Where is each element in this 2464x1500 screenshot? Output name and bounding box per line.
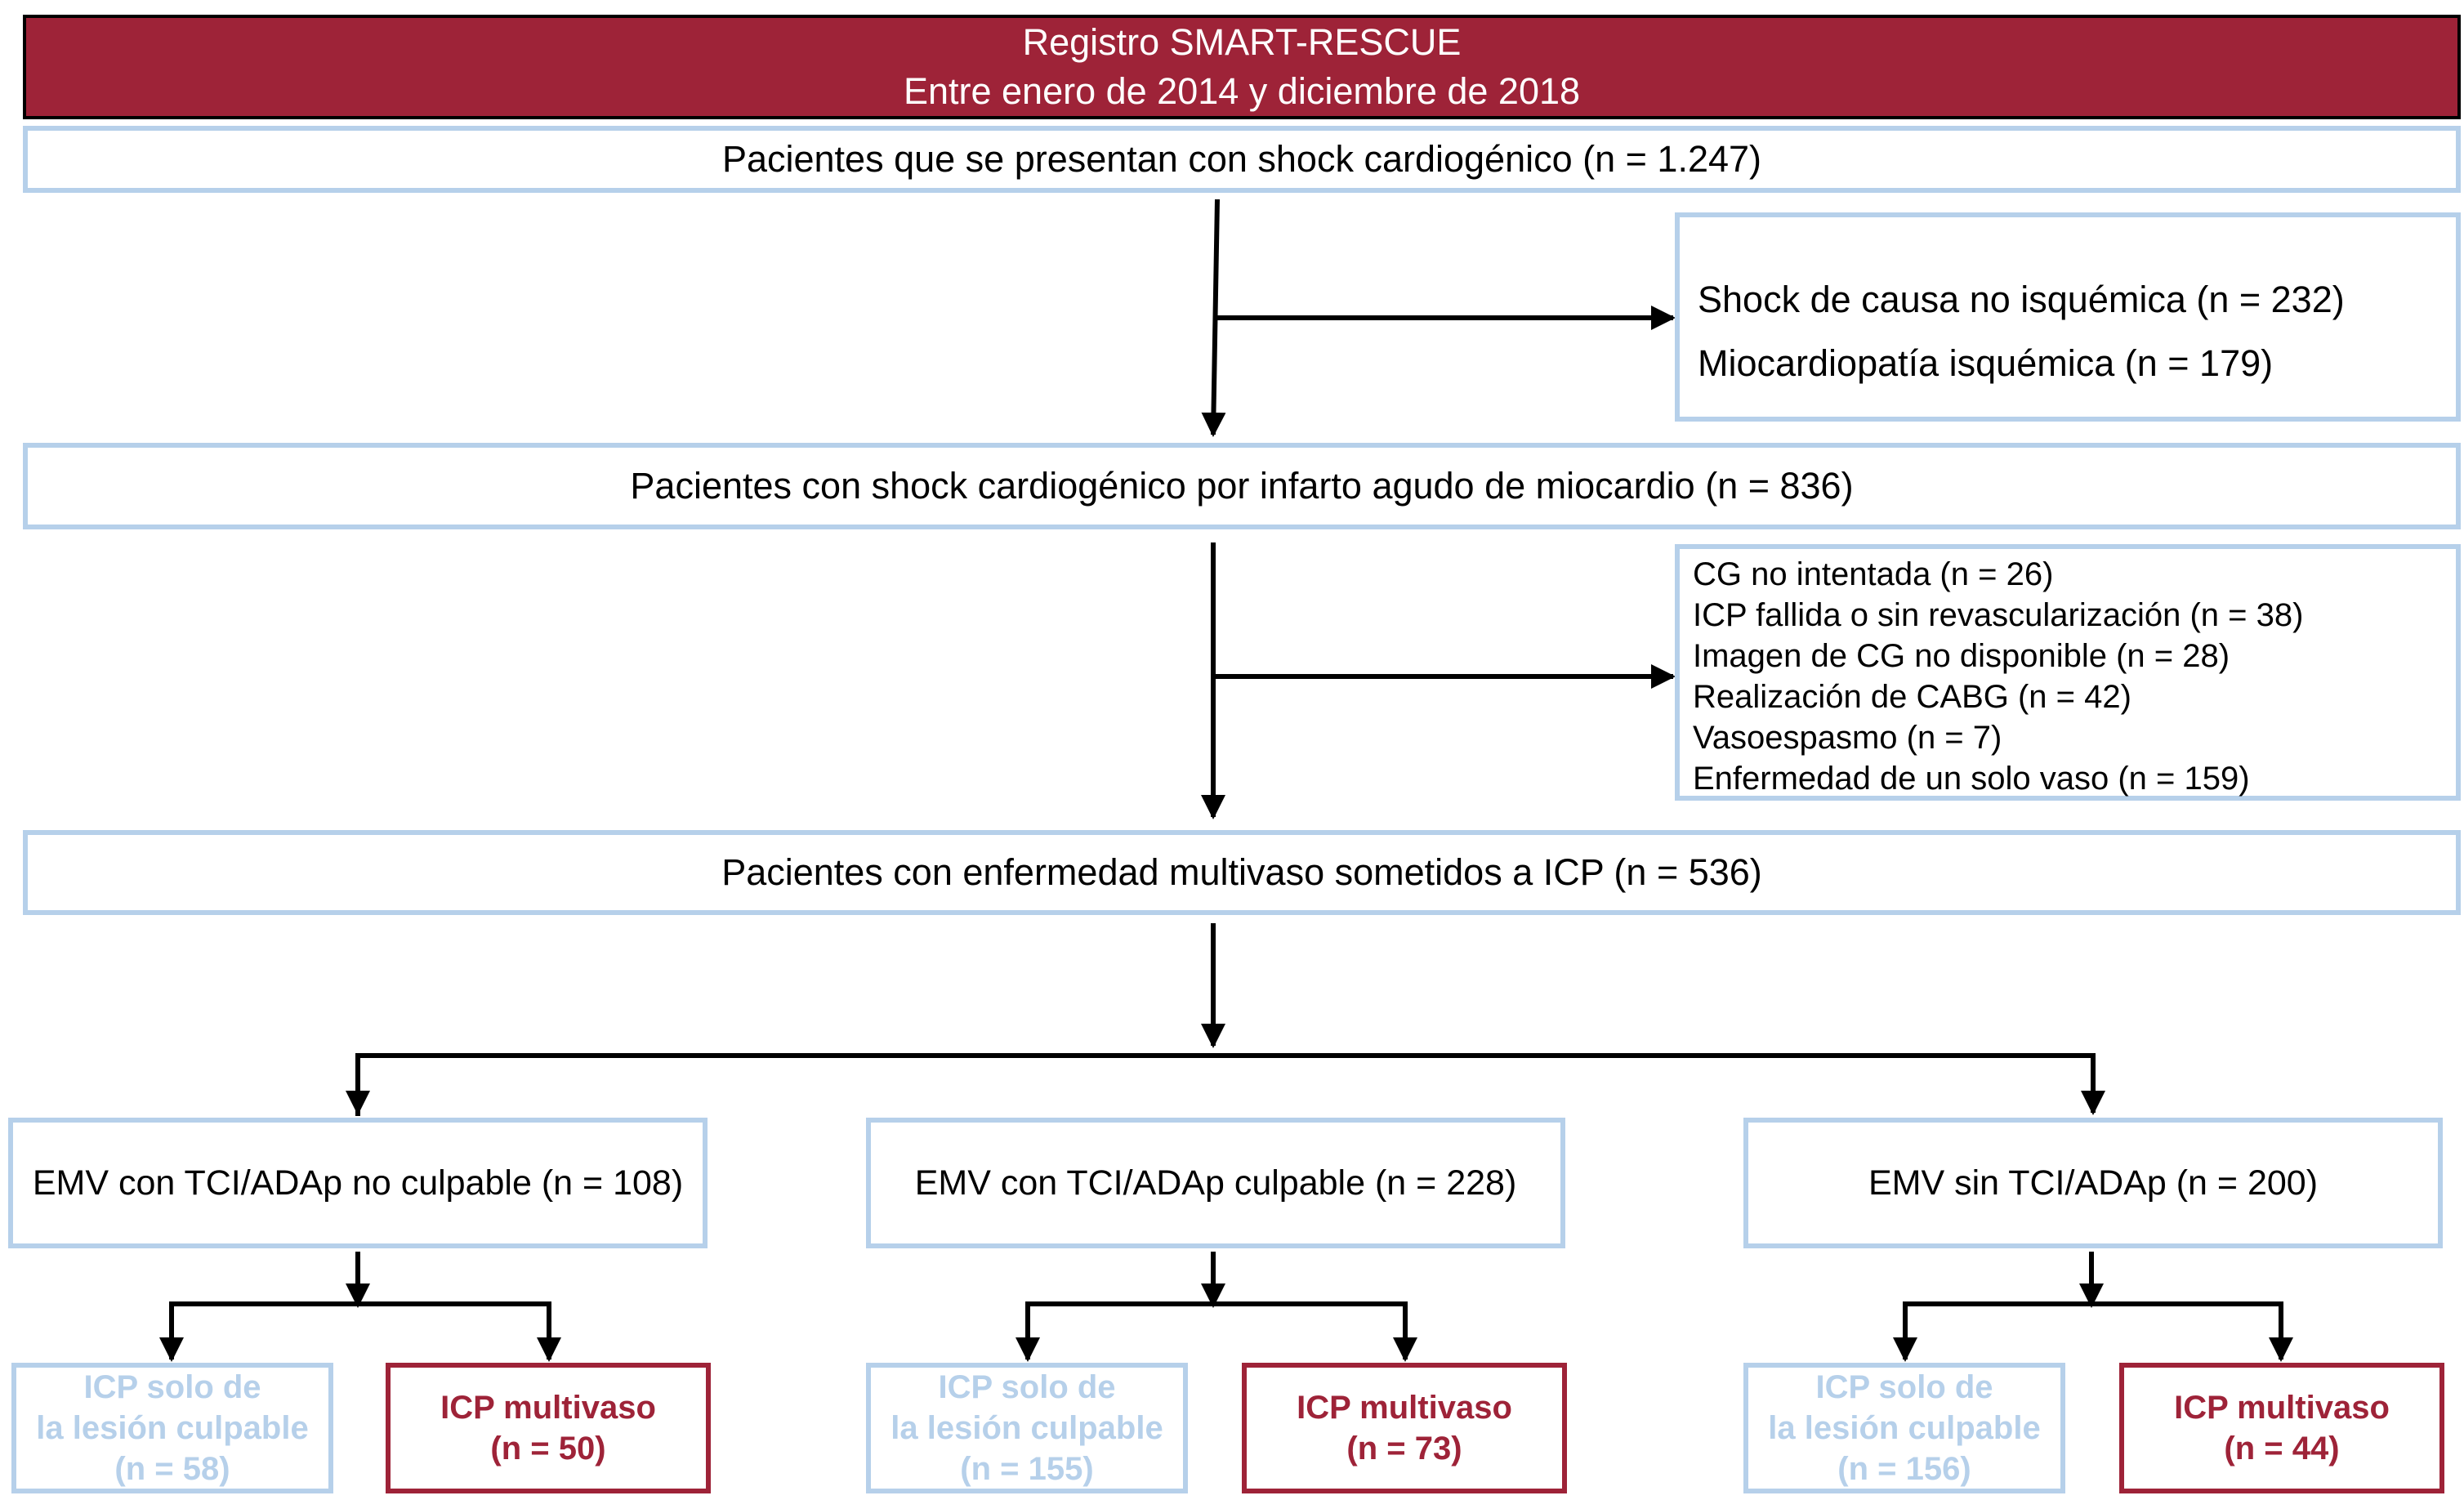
arrow-step1-step2 bbox=[1201, 199, 1226, 437]
exclusion2-item: Realización de CABG (n = 42) bbox=[1693, 679, 2131, 715]
exclusion1-item: Miocardiopatía isquémica (n = 179) bbox=[1698, 342, 2274, 384]
group1-label: EMV con TCI/ADAp no culpable (n = 108) bbox=[32, 1163, 684, 1203]
group1-multivessel-box: ICP multivaso (n = 50) bbox=[386, 1363, 711, 1493]
culprit-line: ICP solo de bbox=[1815, 1369, 1993, 1405]
exclusion1-item: Shock de causa no isquémica (n = 232) bbox=[1698, 279, 2345, 320]
culprit-count: (n = 58) bbox=[114, 1451, 230, 1487]
header-title: Registro SMART-RESCUE bbox=[1022, 21, 1462, 63]
culprit-line: la lesión culpable bbox=[1768, 1410, 2041, 1446]
group1-culprit-box: ICP solo de la lesión culpable (n = 58) bbox=[11, 1363, 333, 1493]
step3-label: Pacientes con enfermedad multivaso somet… bbox=[721, 851, 1762, 893]
group2-culprit-box: ICP solo de la lesión culpable (n = 155) bbox=[866, 1363, 1188, 1493]
exclusion2-item: Vasoespasmo (n = 7) bbox=[1693, 720, 2002, 756]
group3-culprit-box: ICP solo de la lesión culpable (n = 156) bbox=[1743, 1363, 2065, 1493]
culprit-line: ICP solo de bbox=[938, 1369, 1116, 1405]
step3-box: Pacientes con enfermedad multivaso somet… bbox=[23, 830, 2461, 915]
group3-label: EMV sin TCI/ADAp (n = 200) bbox=[1868, 1163, 2319, 1203]
multivessel-count: (n = 44) bbox=[2224, 1431, 2340, 1467]
group2-box: EMV con TCI/ADAp culpable (n = 228) bbox=[866, 1118, 1565, 1248]
exclusion2-item: Imagen de CG no disponible (n = 28) bbox=[1693, 638, 2230, 674]
step1-label: Pacientes que se presentan con shock car… bbox=[721, 138, 1762, 180]
exclusion1-box: Shock de causa no isquémica (n = 232) Mi… bbox=[1675, 212, 2461, 422]
step2-label: Pacientes con shock cardiogénico por inf… bbox=[630, 465, 1854, 507]
group3-box: EMV sin TCI/ADAp (n = 200) bbox=[1743, 1118, 2443, 1248]
exclusion2-box: CG no intentada (n = 26) ICP fallida o s… bbox=[1675, 544, 2461, 801]
culprit-line: la lesión culpable bbox=[891, 1410, 1163, 1446]
exclusion2-item: Enfermedad de un solo vaso (n = 159) bbox=[1693, 761, 2250, 797]
exclusion2-item: ICP fallida o sin revascularización (n =… bbox=[1693, 597, 2304, 633]
culprit-count: (n = 156) bbox=[1837, 1451, 1971, 1487]
group2-multivessel-box: ICP multivaso (n = 73) bbox=[1242, 1363, 1567, 1493]
step2-box: Pacientes con shock cardiogénico por inf… bbox=[23, 443, 2461, 529]
group3-multivessel-box: ICP multivaso (n = 44) bbox=[2119, 1363, 2444, 1493]
group2-label: EMV con TCI/ADAp culpable (n = 228) bbox=[914, 1163, 1517, 1203]
culprit-line: la lesión culpable bbox=[36, 1410, 309, 1446]
multivessel-count: (n = 50) bbox=[490, 1431, 606, 1467]
culprit-count: (n = 155) bbox=[960, 1451, 1094, 1487]
multivessel-line: ICP multivaso bbox=[2174, 1390, 2390, 1426]
multivessel-line: ICP multivaso bbox=[1297, 1390, 1512, 1426]
step1-box: Pacientes que se presentan con shock car… bbox=[23, 126, 2461, 193]
multivessel-count: (n = 73) bbox=[1346, 1431, 1462, 1467]
header-period: Entre enero de 2014 y diciembre de 2018 bbox=[903, 70, 1581, 112]
registry-header: Registro SMART-RESCUE Entre enero de 201… bbox=[23, 15, 2461, 119]
exclusion2-item: CG no intentada (n = 26) bbox=[1693, 556, 2054, 592]
multivessel-line: ICP multivaso bbox=[440, 1390, 656, 1426]
group1-box: EMV con TCI/ADAp no culpable (n = 108) bbox=[8, 1118, 708, 1248]
branch-line bbox=[355, 1053, 2096, 1116]
culprit-line: ICP solo de bbox=[83, 1369, 261, 1405]
